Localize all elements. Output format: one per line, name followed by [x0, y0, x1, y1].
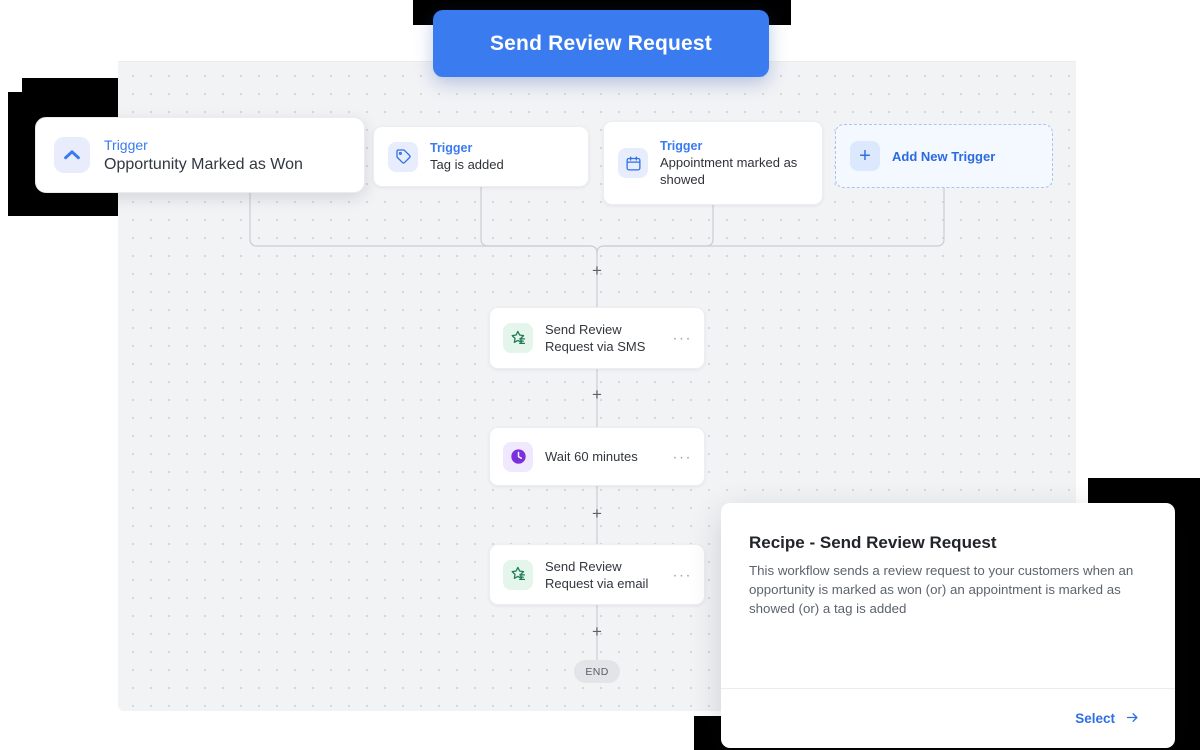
trigger-card-appointment-showed[interactable]: Trigger Appointment marked as showed [603, 121, 823, 205]
trigger-card-tag-added[interactable]: Trigger Tag is added [373, 126, 589, 187]
select-button[interactable]: Select [1069, 709, 1147, 729]
trigger-label: Trigger [430, 140, 473, 155]
page-title: Send Review Request [433, 10, 769, 77]
recipe-panel: Recipe - Send Review Request This workfl… [721, 503, 1175, 748]
trigger-label: Trigger [660, 138, 703, 153]
trigger-value: Tag is added [430, 156, 504, 172]
recipe-description: This workflow sends a review request to … [749, 563, 1134, 616]
add-new-trigger-button[interactable]: + Add New Trigger [835, 124, 1053, 188]
review-star-icon [503, 559, 533, 590]
trigger-value: Appointment marked as showed [660, 154, 798, 187]
trigger-value: Opportunity Marked as Won [104, 155, 303, 173]
recipe-body: Recipe - Send Review Request This workfl… [721, 503, 1175, 688]
clock-icon [503, 441, 533, 472]
action-menu-icon[interactable]: ··· [672, 448, 692, 465]
recipe-title: Recipe - Send Review Request [749, 533, 997, 552]
backdrop-block-left-2 [22, 78, 118, 100]
add-step-icon[interactable]: + [592, 622, 602, 641]
trigger-label: Trigger [104, 136, 148, 153]
chevron-up-icon [54, 137, 90, 173]
select-button-label: Select [1075, 711, 1115, 726]
tag-icon [388, 141, 418, 172]
action-name: Send Review Request via SMS [545, 322, 646, 354]
arrow-right-icon [1124, 710, 1141, 728]
end-node: END [574, 660, 620, 683]
action-card-wait[interactable]: Wait 60 minutes ··· [489, 427, 705, 486]
review-star-icon [503, 323, 533, 353]
action-name: Wait 60 minutes [545, 449, 638, 464]
action-card-send-review-sms[interactable]: Send Review Request via SMS ··· [489, 307, 705, 369]
plus-icon: + [850, 141, 880, 171]
action-menu-icon[interactable]: ··· [672, 566, 692, 583]
add-step-icon[interactable]: + [592, 261, 602, 280]
action-menu-icon[interactable]: ··· [672, 329, 692, 347]
add-step-icon[interactable]: + [592, 504, 602, 523]
add-step-icon[interactable]: + [592, 385, 602, 404]
recipe-footer: Select [721, 688, 1175, 748]
add-new-trigger-label: Add New Trigger [892, 148, 996, 164]
action-name: Send Review Request via email [545, 558, 649, 591]
trigger-card-opportunity-won[interactable]: Trigger Opportunity Marked as Won [35, 117, 365, 193]
action-card-send-review-email[interactable]: Send Review Request via email ··· [489, 544, 705, 605]
calendar-icon [618, 148, 648, 178]
